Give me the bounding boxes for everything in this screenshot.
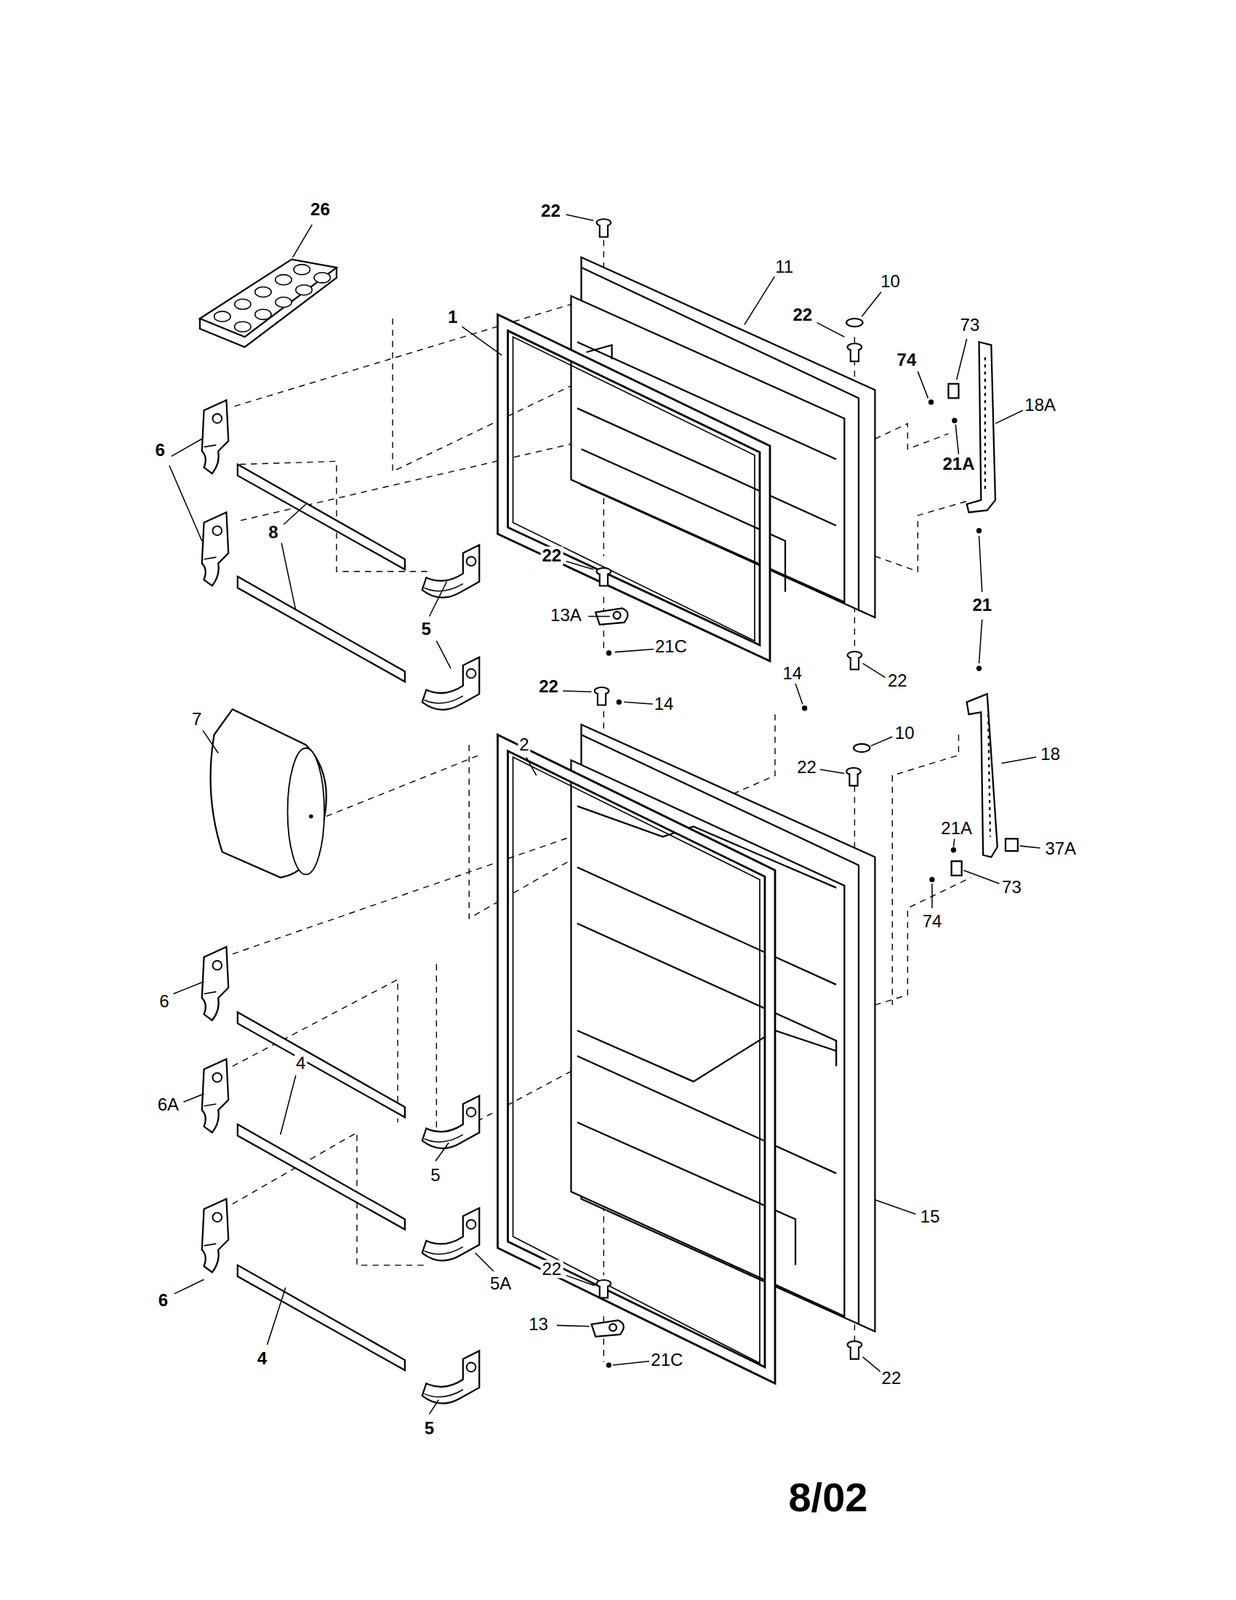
- callout-number: 21C: [649, 1350, 685, 1369]
- callout-number: 5A: [488, 1273, 513, 1292]
- callout-number: 22: [795, 757, 818, 776]
- callout-number: 22: [886, 671, 909, 690]
- hinges: [591, 341, 1018, 1337]
- callout-number: 73: [1000, 878, 1023, 897]
- leader-lines: [169, 214, 1041, 1415]
- callout-number: 4: [294, 1053, 307, 1072]
- callout-number: 22: [791, 306, 815, 325]
- callout-number: 5: [423, 1418, 436, 1437]
- ice-tray: [199, 259, 337, 348]
- callout-number: 6A: [156, 1094, 181, 1114]
- callout-number: 21A: [939, 818, 974, 837]
- callout-number: 74: [895, 351, 919, 370]
- callout-number: 10: [893, 724, 917, 743]
- date-stamp: 8/02: [786, 1475, 869, 1519]
- callout-number: 74: [921, 911, 944, 930]
- shelf-brackets-and-bars: [202, 399, 480, 1404]
- freezer-door: [570, 257, 875, 618]
- freezer-door-gasket: [503, 322, 765, 653]
- callout-number: 5: [420, 620, 433, 639]
- fresh-food-door: [570, 724, 875, 1332]
- callout-number: 22: [880, 1368, 904, 1387]
- callout-number: 11: [773, 258, 795, 277]
- callout-number: 8: [266, 523, 280, 542]
- callout-number: 14: [652, 694, 676, 713]
- callout-number: 6: [157, 1291, 170, 1310]
- callout-number: 1: [446, 308, 459, 327]
- callout-number: 10: [879, 272, 902, 291]
- water-container: [210, 708, 327, 877]
- callout-number: 15: [919, 1207, 942, 1226]
- callout-number: 13: [527, 1314, 550, 1333]
- callout-number: 18: [1038, 744, 1062, 763]
- callout-number: 13A: [548, 605, 584, 624]
- callout-number: 22: [539, 202, 563, 221]
- callout-number: 26: [309, 199, 332, 219]
- callout-number: 22: [537, 676, 560, 696]
- callout-number: 21: [970, 595, 994, 614]
- callout-number: 6: [157, 992, 171, 1011]
- callout-number: 37A: [1043, 839, 1078, 858]
- callout-number: 2: [517, 735, 531, 754]
- fresh-food-door-gasket: [503, 742, 770, 1375]
- callout-number: 22: [540, 546, 563, 565]
- callout-number: 6: [154, 440, 167, 459]
- callout-number: 5: [428, 1165, 442, 1184]
- callout-number: 21A: [940, 455, 976, 474]
- callout-number: 7: [190, 709, 203, 728]
- callout-number: 21C: [653, 637, 689, 656]
- callout-number: 18A: [1022, 395, 1058, 414]
- callout-number: 4: [255, 1349, 269, 1368]
- screws-and-caps: [594, 218, 982, 1368]
- callout-number: 22: [540, 1259, 563, 1278]
- callout-number: 73: [958, 316, 982, 335]
- callout-number: 14: [780, 663, 804, 682]
